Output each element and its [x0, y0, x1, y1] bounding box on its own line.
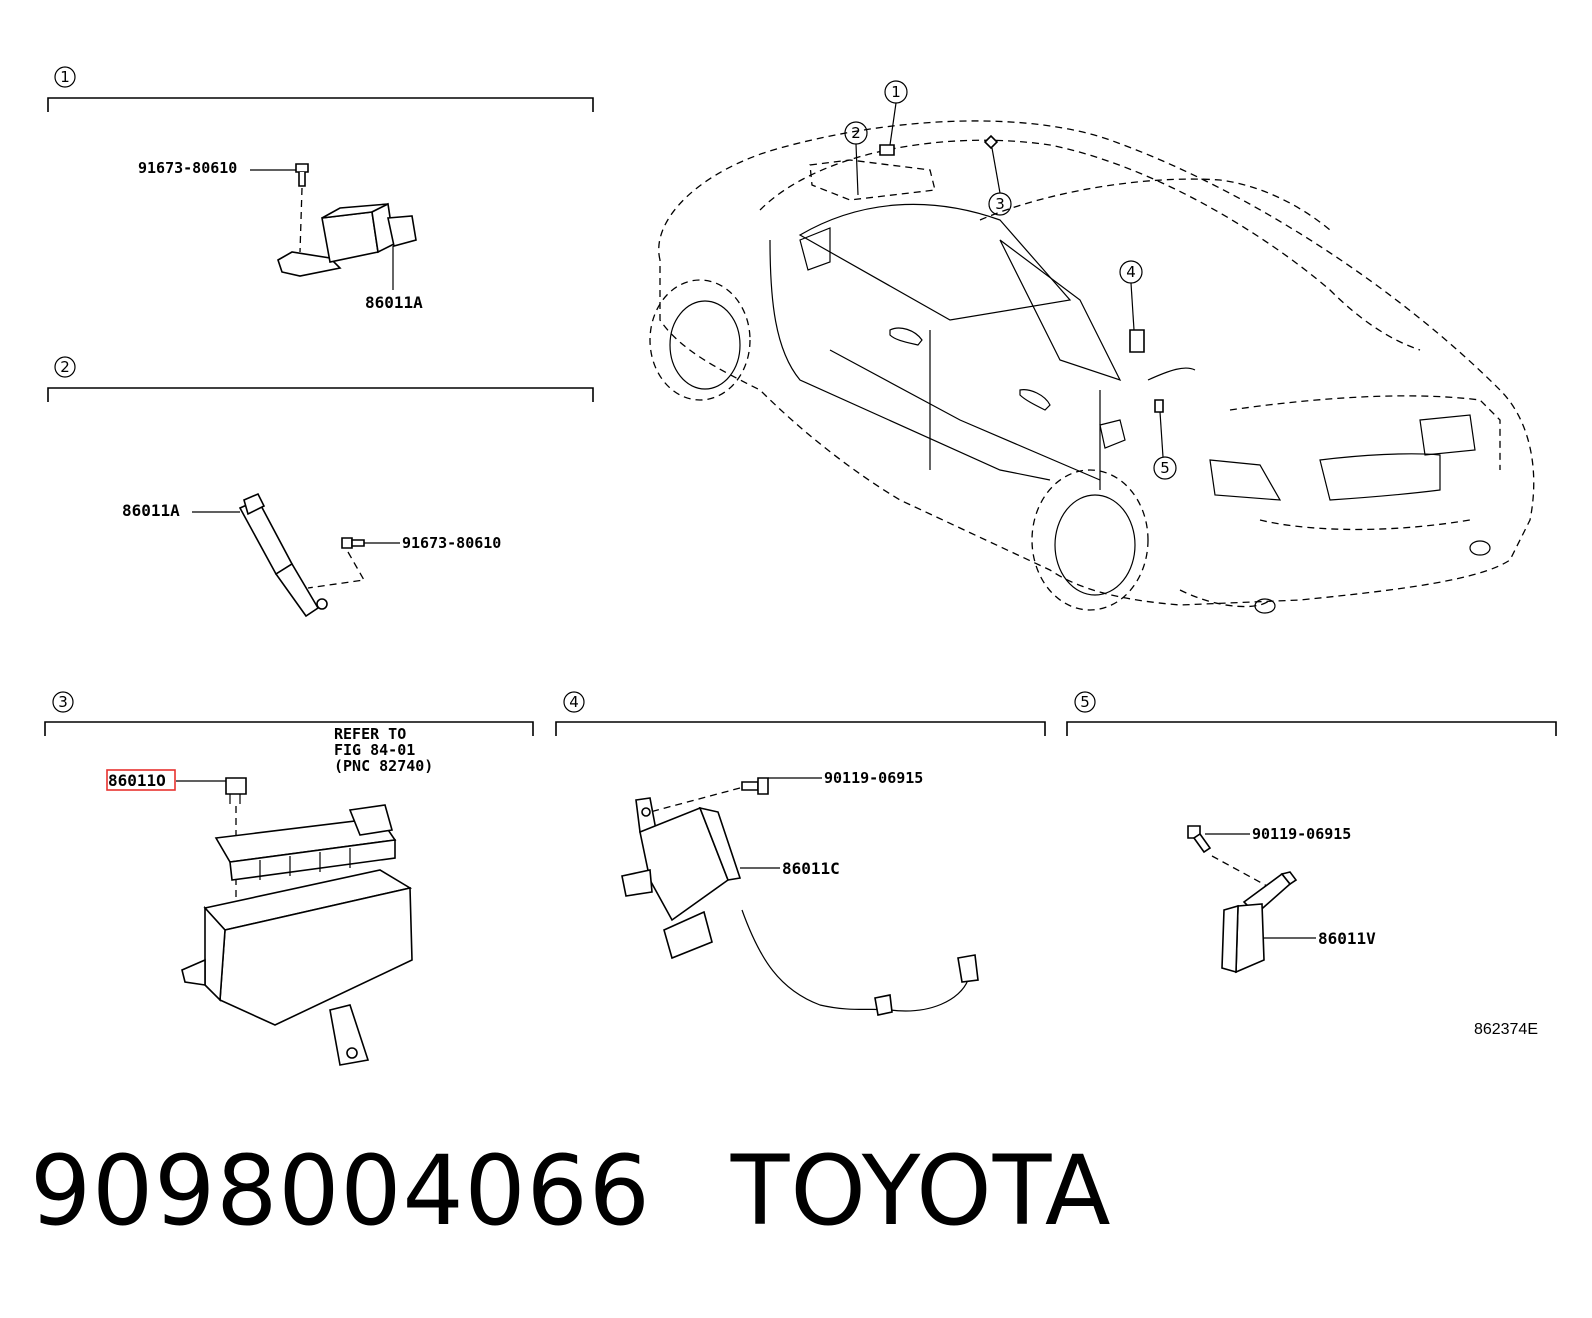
car-callout-4[interactable]: 4	[1126, 263, 1136, 281]
car-callout-3[interactable]: 3	[995, 195, 1005, 213]
section-3-part-label[interactable]: 86011O	[108, 771, 166, 790]
section-1-bolt-label[interactable]: 91673-80610	[138, 159, 237, 177]
junction-block-icon	[214, 804, 397, 881]
section-3-refer-line-1: REFER TO	[334, 725, 406, 743]
car-callout-1[interactable]: 1	[891, 83, 901, 101]
section-2-number: 2	[60, 358, 70, 376]
section-3-number: 3	[58, 693, 68, 711]
section-1-bracket	[47, 97, 594, 112]
wire-connector-icon	[957, 954, 979, 983]
car-callout-5[interactable]: 5	[1160, 459, 1170, 477]
section-2-assembly-line	[307, 551, 366, 589]
section-5-part-label[interactable]: 86011V	[1318, 929, 1376, 948]
section-1-number: 1	[60, 68, 70, 86]
footer: 9098004066 TOYOTA	[30, 1135, 1112, 1247]
section-4-bracket	[555, 721, 1046, 736]
relay-module-icon	[277, 202, 417, 277]
footer-part-number: 9098004066	[30, 1135, 651, 1247]
section-5-number: 5	[1080, 693, 1090, 711]
connector-icon	[225, 777, 247, 804]
section-2-badge	[54, 356, 76, 378]
bolt-icon	[1187, 825, 1212, 854]
section-5-badge	[1074, 691, 1096, 713]
wire-clip-icon	[874, 994, 893, 1016]
section-4-number: 4	[569, 693, 579, 711]
section-1-badge	[54, 66, 76, 88]
section-2-part-label[interactable]: 86011A	[122, 501, 180, 520]
bolt-icon	[295, 163, 309, 187]
section-3-bracket	[44, 721, 534, 736]
relay-module-icon	[238, 492, 328, 618]
section-3-refer-line-2: FIG 84-01	[334, 741, 415, 759]
vehicle-illustration	[649, 120, 1535, 614]
sensor-module-icon	[1221, 871, 1298, 974]
ecu-housing-icon	[181, 869, 413, 1066]
section-3-refer-line-3: (PNC 82740)	[334, 757, 433, 775]
section-4-badge	[563, 691, 585, 713]
wire-harness	[741, 909, 969, 1012]
section-2-bolt-label[interactable]: 91673-80610	[402, 534, 501, 552]
car-callouts: 1 2 3 4 5	[844, 80, 1177, 480]
figure-id: 862374E	[1474, 1021, 1538, 1038]
section-3-part-highlight	[106, 769, 176, 791]
control-module-icon	[621, 797, 742, 960]
bolt-icon	[341, 537, 365, 549]
section-4-bolt-label[interactable]: 90119-06915	[824, 769, 923, 787]
section-1-assembly-line	[299, 187, 303, 253]
footer-brand: TOYOTA	[730, 1135, 1112, 1247]
section-2: 2 86011A 91673-80610	[47, 356, 594, 618]
section-5-bolt-label[interactable]: 90119-06915	[1252, 825, 1351, 843]
section-2-bracket	[47, 387, 594, 402]
bolt-icon	[741, 777, 769, 795]
section-1: 1 91673-80610 86011A	[47, 66, 594, 312]
section-1-part-label[interactable]: 86011A	[365, 293, 423, 312]
section-4-part-label[interactable]: 86011C	[782, 859, 840, 878]
section-5: 5 90119-06915 86011V	[1066, 691, 1557, 974]
section-5-bracket	[1066, 721, 1557, 736]
section-3: 3 REFER TO FIG 84-01 (PNC 82740) 86011O	[44, 691, 534, 1066]
car-callout-2[interactable]: 2	[851, 124, 861, 142]
section-4: 4 90119-06915 86011C	[555, 691, 1046, 1016]
section-3-badge	[52, 691, 74, 713]
section-4-assembly-line	[649, 787, 741, 813]
